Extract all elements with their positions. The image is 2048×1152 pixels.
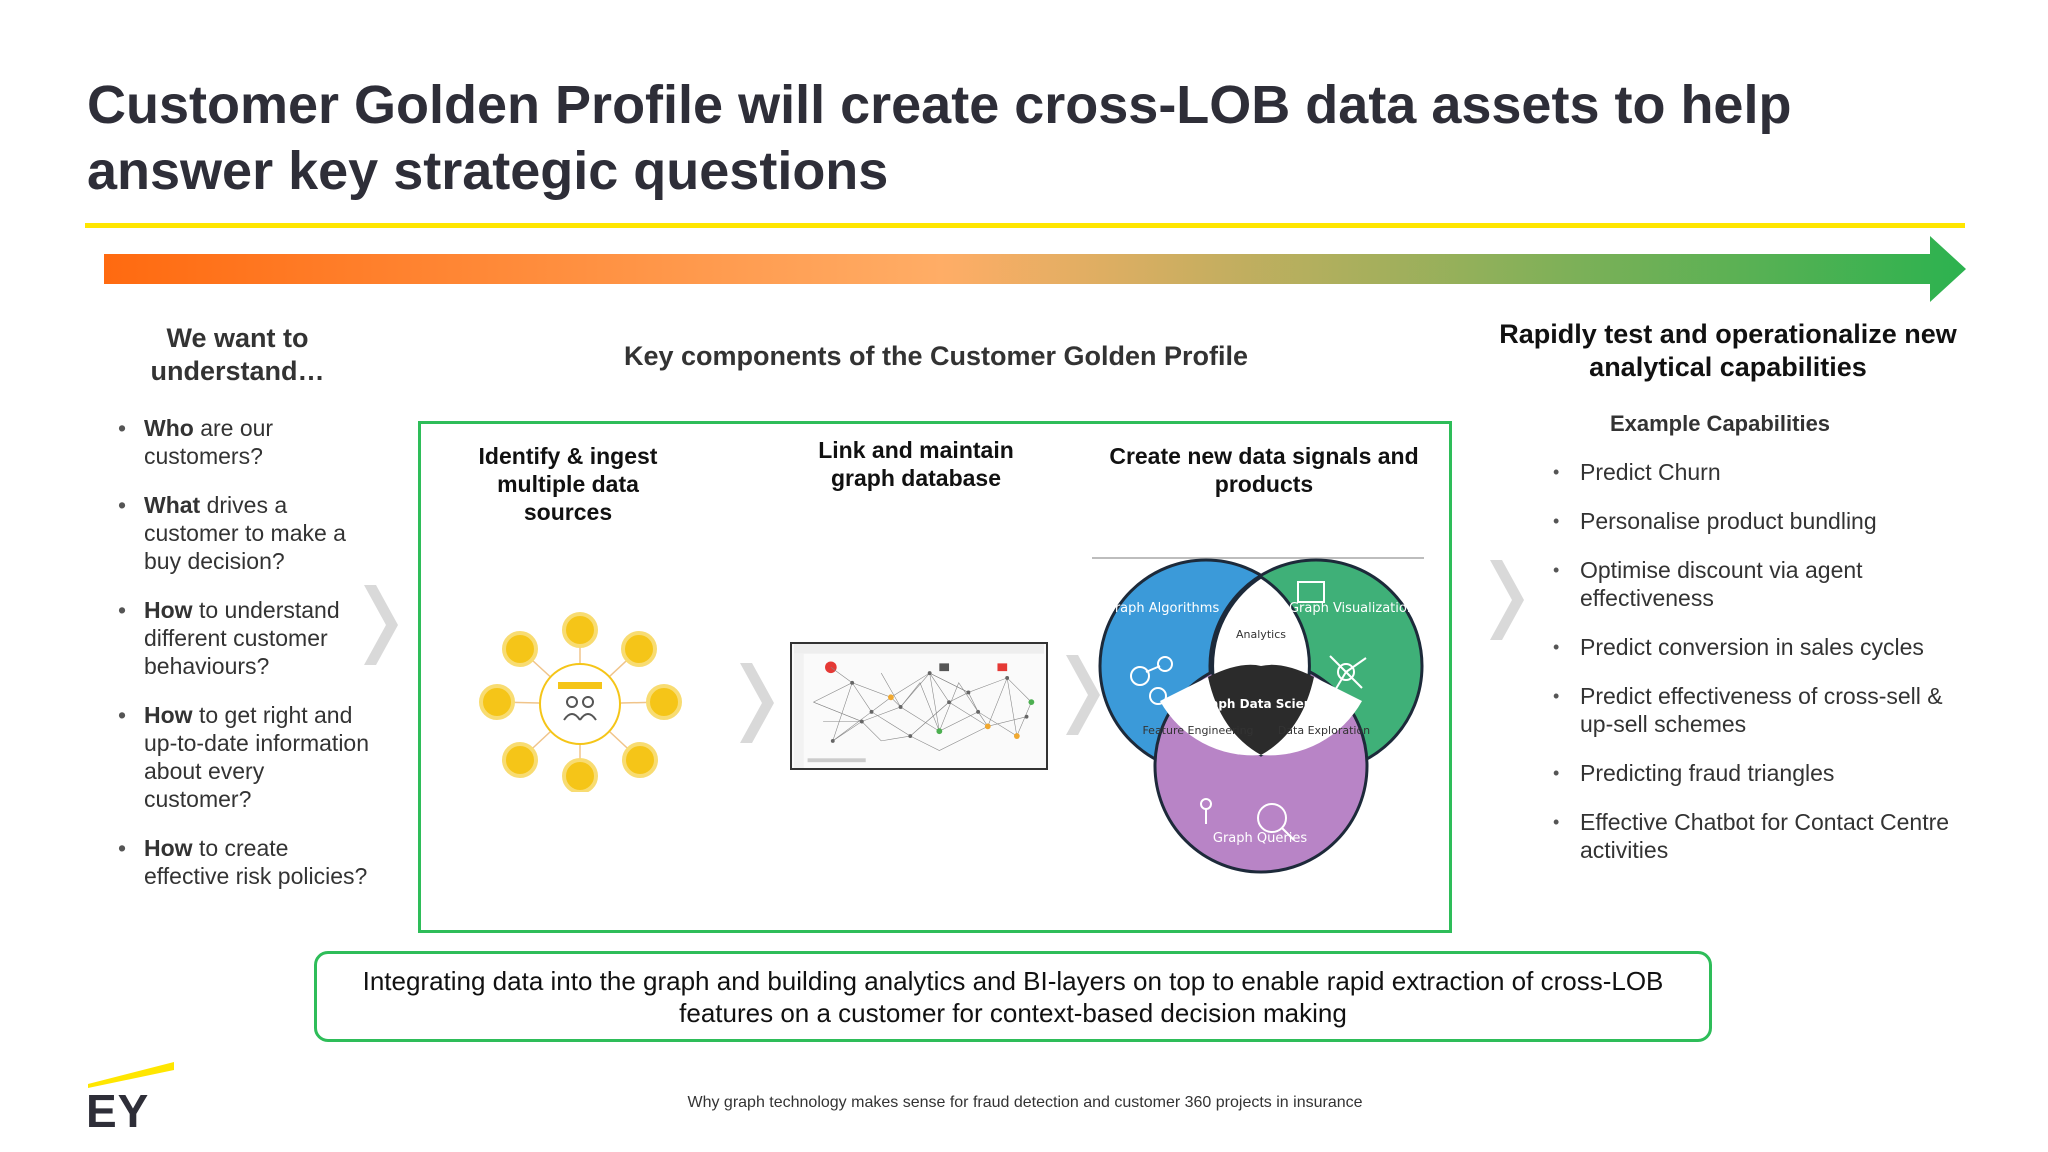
- capability-item: Predict effectiveness of cross-sell & up…: [1550, 682, 1970, 738]
- right-column-heading: Rapidly test and operationalize new anal…: [1488, 318, 1968, 384]
- capabilities-list: Predict Churn Personalise product bundli…: [1550, 458, 1970, 885]
- page-title: Customer Golden Profile will create cros…: [87, 72, 1967, 204]
- column-heading-signals: Create new data signals and products: [1108, 442, 1420, 498]
- capability-item: Predict conversion in sales cycles: [1550, 633, 1970, 661]
- graph-database-screenshot: [790, 642, 1048, 770]
- venn-label-green: Graph Visualization: [1289, 601, 1415, 616]
- question-item: What drives a customer to make a buy dec…: [116, 491, 376, 575]
- questions-list: Who are our customers? What drives a cus…: [116, 414, 376, 911]
- question-item: How to understand different customer beh…: [116, 596, 376, 680]
- summary-callout: Integrating data into the graph and buil…: [314, 951, 1712, 1042]
- question-item: Who are our customers?: [116, 414, 376, 470]
- column-heading-ingest: Identify & ingest multiple data sources: [462, 442, 674, 526]
- chevron-right-icon: [1490, 560, 1524, 640]
- capability-item: Personalise product bundling: [1550, 507, 1970, 535]
- venn-label-analytics: Analytics: [1236, 628, 1286, 641]
- column-heading-graph: Link and maintain graph database: [812, 436, 1020, 492]
- capability-item: Predict Churn: [1550, 458, 1970, 486]
- title-underline: [85, 223, 1965, 228]
- summary-text: Integrating data into the graph and buil…: [317, 965, 1709, 1029]
- progress-arrow: [104, 236, 1966, 302]
- venn-center-label: Graph Data Science: [1194, 697, 1327, 711]
- capabilities-heading: Example Capabilities: [1560, 410, 1880, 438]
- ey-logo: EY: [86, 1088, 149, 1134]
- components-heading: Key components of the Customer Golden Pr…: [420, 340, 1452, 373]
- footnote: Why graph technology makes sense for fra…: [500, 1093, 1550, 1113]
- graph-data-science-venn: Graph Algorithms Graph Visualization Gra…: [1090, 556, 1430, 878]
- question-item: How to create effective risk policies?: [116, 834, 376, 890]
- venn-label-feature-engineering: Feature Engineering: [1142, 724, 1253, 737]
- question-item: How to get right and up-to-date informat…: [116, 701, 376, 813]
- data-sources-diagram: [468, 610, 700, 792]
- left-column-heading: We want to understand…: [110, 322, 365, 388]
- capability-item: Effective Chatbot for Contact Centre act…: [1550, 808, 1970, 864]
- capability-item: Predicting fraud triangles: [1550, 759, 1970, 787]
- capability-item: Optimise discount via agent effectivenes…: [1550, 556, 1970, 612]
- chevron-right-icon: [364, 585, 398, 665]
- venn-label-data-exploration: Data Exploration: [1278, 724, 1370, 737]
- venn-label-blue: Graph Algorithms: [1105, 601, 1220, 616]
